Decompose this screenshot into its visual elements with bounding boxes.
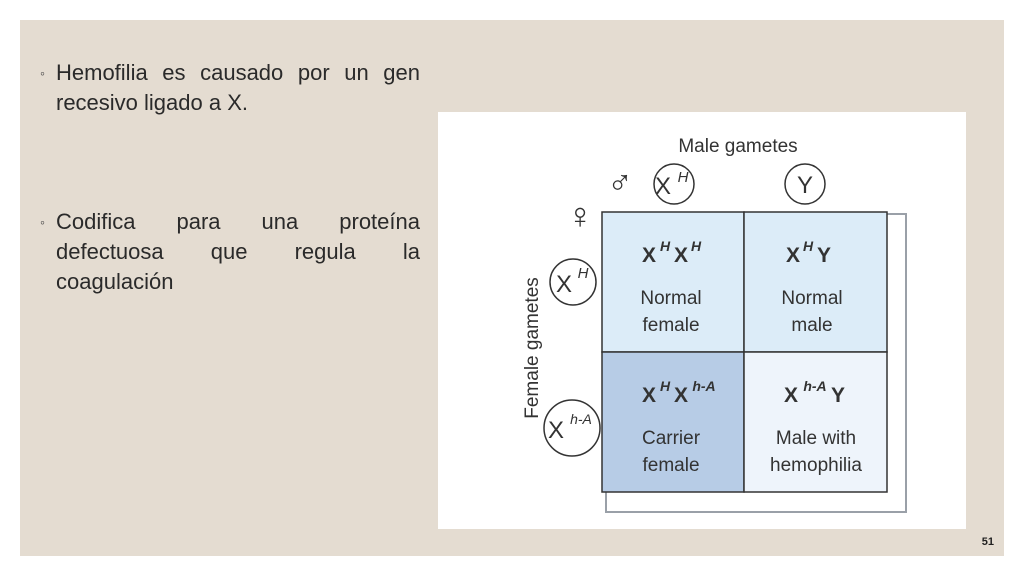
female-gamete-sup: H [578, 265, 589, 282]
female-gamete-sup: h-A [570, 411, 592, 427]
female-gamete-base: X [556, 271, 572, 298]
cell-genotype-base: Y [831, 384, 845, 407]
cell-genotype-sup: H [691, 238, 702, 254]
cell-background [743, 211, 888, 353]
cell-phenotype-line1: Normal [640, 288, 701, 309]
cell-genotype-base: X [674, 384, 688, 407]
cell-phenotype-line1: Carrier [642, 428, 701, 449]
female-gametes-label: Female gametes [522, 277, 543, 419]
page-number: 51 [981, 536, 994, 548]
bullet-marker: ◦ [40, 65, 45, 81]
female-gamete-base: X [548, 417, 564, 444]
cell-background [601, 211, 745, 353]
cell-genotype-base: X [642, 244, 656, 267]
cell-genotype-sup: h-A [692, 378, 715, 394]
cell-genotype-base: X [784, 384, 798, 407]
punnett-square-svg: Male gametes ♂ X H Y ♀ Female gametes X … [522, 136, 907, 513]
bullet-item: ◦ Hemofilia es causado por un gen recesi… [40, 58, 420, 118]
cell-phenotype-line2: female [642, 315, 699, 336]
punnett-square-figure: Male gametes ♂ X H Y ♀ Female gametes X … [438, 112, 966, 529]
cell-background [743, 351, 888, 493]
cell-genotype-sup: h-A [803, 378, 826, 394]
cell-genotype-sup: H [660, 238, 671, 254]
cell-genotype-sup: H [803, 238, 814, 254]
male-gamete-sup: H [678, 169, 689, 186]
slide: ◦ Hemofilia es causado por un gen recesi… [20, 20, 1004, 556]
bullet-marker: ◦ [40, 214, 45, 230]
cell-phenotype-line1: Normal [781, 288, 842, 309]
bullet-text: Codifica para una proteína defectuosa qu… [56, 209, 420, 294]
cell-genotype-sup: H [660, 378, 671, 394]
cell-phenotype-line2: female [642, 455, 699, 476]
male-gamete-circle [653, 163, 695, 205]
cell-genotype-base: X [786, 244, 800, 267]
cell-genotype-base: Y [817, 244, 831, 267]
cell-genotype-base: X [642, 384, 656, 407]
female-symbol-icon: ♀ [567, 195, 594, 236]
female-gamete-circle [549, 258, 597, 306]
cell-genotype-base: X [674, 244, 688, 267]
male-gametes-label: Male gametes [678, 136, 797, 157]
cell-phenotype-line2: male [791, 315, 832, 336]
male-gamete-circle [784, 163, 826, 205]
female-gamete-circle [543, 399, 601, 457]
male-gamete-base: Y [797, 172, 813, 199]
bullet-item: ◦ Codifica para una proteína defectuosa … [40, 207, 420, 297]
cell-phenotype-line1: Male with [776, 428, 856, 449]
cell-phenotype-line2: hemophilia [770, 455, 862, 476]
male-gamete-base: X [655, 173, 671, 200]
bullet-text: Hemofilia es causado por un gen recesivo… [56, 60, 420, 115]
male-symbol-icon: ♂ [607, 164, 633, 202]
